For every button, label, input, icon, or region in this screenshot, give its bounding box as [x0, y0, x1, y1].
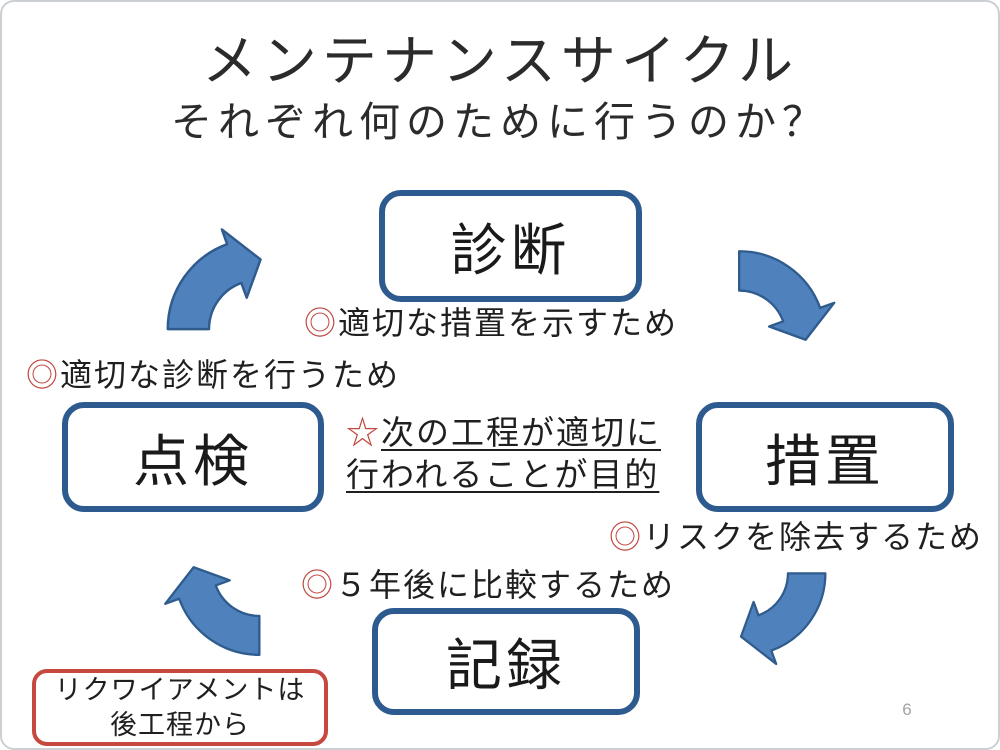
center-note-line1: ☆次の工程が適切に: [346, 412, 661, 454]
requirement-callout-line2: 後工程から: [110, 709, 250, 740]
annotation-measure-purpose: ◎リスクを除去するため: [609, 512, 983, 558]
annotation-diagnosis-purpose: ◎適切な措置を示すため: [304, 298, 678, 344]
cycle-box-record: 記録: [372, 608, 640, 715]
requirement-callout-line1: リクワイアメントは: [54, 674, 306, 705]
cycle-box-measure: 措置: [696, 402, 954, 512]
page-number: 6: [902, 700, 912, 719]
cycle-box-record-label: 記録: [446, 634, 566, 697]
star-icon: ☆: [346, 414, 381, 451]
double-circle-icon: ◎: [609, 519, 644, 555]
slide-title: メンテナンスサイクル: [201, 30, 799, 92]
annotation-inspection-purpose: ◎適切な診断を行うため: [26, 350, 400, 396]
center-note-line2-text: 行われることが目的: [346, 456, 660, 493]
annotation-record-purpose: ◎５年後に比較するため: [301, 560, 675, 606]
cycle-box-measure-label: 措置: [765, 429, 885, 493]
cycle-box-inspection: 点検: [62, 402, 324, 512]
requirement-callout: リクワイアメントは 後工程から: [32, 669, 328, 746]
cycle-box-diagnosis: 診断: [379, 190, 642, 302]
cycle-box-diagnosis-label: 診断: [450, 218, 571, 282]
curved-arrow-icon-record-to-inspection: [162, 561, 264, 669]
curved-arrow-icon-measure-to-record: [737, 565, 837, 671]
double-circle-icon: ◎: [304, 305, 339, 341]
annotation-inspection-text: 適切な診断を行うため: [60, 357, 401, 393]
annotation-measure-text: リスクを除去するため: [643, 519, 984, 555]
double-circle-icon: ◎: [301, 567, 336, 603]
center-note-line1-text: 次の工程が適切に: [381, 414, 661, 451]
slide-subtitle: それぞれ何のために行うのか？: [171, 99, 829, 145]
double-circle-icon: ◎: [26, 357, 61, 393]
annotation-diagnosis-text: 適切な措置を示すため: [338, 305, 679, 341]
curved-arrow-icon-diagnosis-to-measure: [735, 239, 838, 345]
curved-arrow-icon-inspection-to-diagnosis: [154, 226, 266, 334]
annotation-record-text: ５年後に比較するため: [335, 567, 676, 603]
center-note: ☆次の工程が適切に 行われることが目的: [346, 412, 661, 496]
cycle-box-inspection-label: 点検: [133, 429, 253, 493]
center-note-line2: 行われることが目的: [346, 454, 661, 496]
